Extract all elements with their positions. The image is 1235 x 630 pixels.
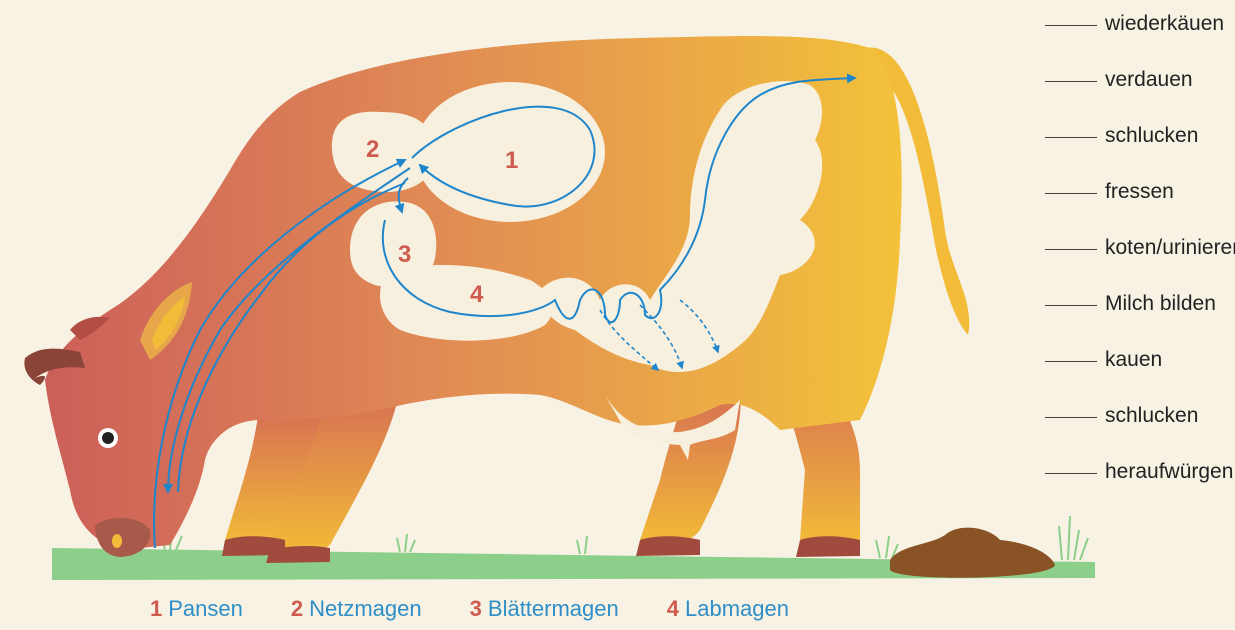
activity-label: heraufwürgen <box>1105 460 1233 484</box>
legend-number: 1 <box>150 596 162 621</box>
activity-label: wiederkäuen <box>1105 12 1224 36</box>
answer-blank[interactable] <box>1045 472 1097 474</box>
activity-item: wiederkäuen <box>1045 12 1235 68</box>
activity-item: Milch bilden <box>1045 292 1235 348</box>
activity-label: schlucken <box>1105 124 1198 148</box>
legend-number: 2 <box>291 596 303 621</box>
activity-item: schlucken <box>1045 124 1235 180</box>
legend-name: Labmagen <box>685 596 789 621</box>
answer-blank[interactable] <box>1045 24 1097 26</box>
stomach-number-blaettermagen: 3 <box>398 241 411 268</box>
legend-name: Pansen <box>168 596 243 621</box>
legend-number: 3 <box>470 596 482 621</box>
activity-item: schlucken <box>1045 404 1235 460</box>
activity-label: koten/urinieren <box>1105 236 1235 260</box>
activity-label: fressen <box>1105 180 1174 204</box>
activity-item: heraufwürgen <box>1045 460 1235 516</box>
stomach-number-pansen: 1 <box>505 147 518 174</box>
dung-pile <box>890 528 1055 578</box>
answer-blank[interactable] <box>1045 304 1097 306</box>
legend-name: Netzmagen <box>309 596 422 621</box>
stomach-number-labmagen: 4 <box>470 281 484 308</box>
answer-blank[interactable] <box>1045 416 1097 418</box>
activity-label: verdauen <box>1105 68 1193 92</box>
activity-item: fressen <box>1045 180 1235 236</box>
activity-label: kauen <box>1105 348 1162 372</box>
activity-label: Milch bilden <box>1105 292 1216 316</box>
legend-name: Blättermagen <box>488 596 619 621</box>
cow-nostril <box>112 534 122 548</box>
activity-item: koten/urinieren <box>1045 236 1235 292</box>
stomach-number-netzmagen: 2 <box>366 136 379 163</box>
answer-blank[interactable] <box>1045 80 1097 82</box>
answer-blank[interactable] <box>1045 136 1097 138</box>
legend-number: 4 <box>667 596 679 621</box>
answer-blank[interactable] <box>1045 360 1097 362</box>
activity-list: wiederkäuen verdauen schlucken fressen k… <box>1045 12 1235 516</box>
cow-eye <box>98 428 118 448</box>
activity-label: schlucken <box>1105 404 1198 428</box>
answer-blank[interactable] <box>1045 248 1097 250</box>
activity-item: kauen <box>1045 348 1235 404</box>
activity-item: verdauen <box>1045 68 1235 124</box>
answer-blank[interactable] <box>1045 192 1097 194</box>
